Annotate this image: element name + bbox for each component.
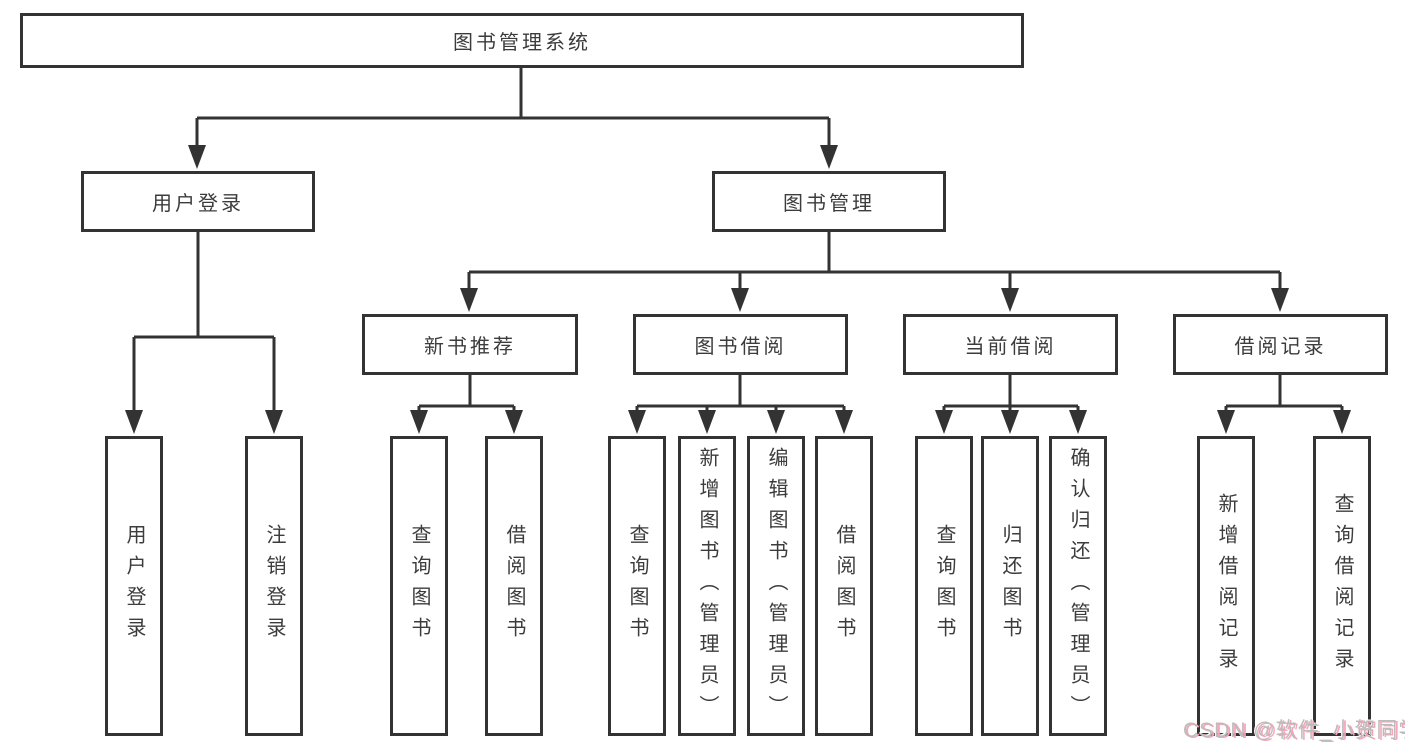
arrowheads-user-login bbox=[125, 410, 283, 434]
leaf-query-book-borrow: 查询图书 bbox=[608, 436, 666, 736]
connector-root bbox=[195, 68, 831, 150]
connector-book-borrow bbox=[635, 375, 846, 412]
leaf-return-book: 归还图书 bbox=[981, 436, 1039, 736]
connector-new-book bbox=[417, 375, 516, 412]
arrowheads-borrow-record bbox=[1217, 410, 1351, 434]
node-root: 图书管理系统 bbox=[20, 13, 1024, 68]
arrowheads-book-borrow bbox=[628, 410, 853, 434]
node-book-management: 图书管理 bbox=[712, 171, 946, 232]
leaf-user-login: 用户登录 bbox=[105, 436, 163, 736]
leaf-borrow-book: 借阅图书 bbox=[815, 436, 873, 736]
connector-user-login bbox=[132, 232, 276, 414]
connector-current-borrow bbox=[942, 375, 1080, 412]
node-current-borrow: 当前借阅 bbox=[903, 314, 1118, 375]
arrowheads-root bbox=[188, 145, 838, 169]
leaf-edit-book-admin: 编辑图书（管理员） bbox=[747, 436, 805, 736]
leaf-borrow-book-recommend: 借阅图书 bbox=[485, 436, 543, 736]
watermark: CSDN @软件_小贺同学 bbox=[1183, 719, 1405, 742]
arrowheads-new-book bbox=[410, 410, 523, 434]
node-user-login: 用户登录 bbox=[81, 171, 315, 232]
leaf-query-borrow-record: 查询借阅记录 bbox=[1313, 436, 1371, 736]
leaf-query-book-recommend: 查询图书 bbox=[390, 436, 448, 736]
node-borrow-record: 借阅记录 bbox=[1173, 314, 1388, 375]
leaf-add-book-admin: 新增图书（管理员） bbox=[678, 436, 736, 736]
leaf-query-book-current: 查询图书 bbox=[915, 436, 973, 736]
leaf-add-borrow-record: 新增借阅记录 bbox=[1197, 436, 1255, 736]
node-book-borrow: 图书借阅 bbox=[633, 314, 848, 375]
arrowheads-book-mgmt bbox=[460, 288, 1289, 312]
leaf-confirm-return-admin: 确认归还（管理员） bbox=[1049, 436, 1107, 736]
connector-book-mgmt bbox=[467, 232, 1282, 292]
connector-borrow-record bbox=[1224, 375, 1344, 412]
node-new-book-recommend: 新书推荐 bbox=[362, 314, 578, 375]
leaf-logout: 注销登录 bbox=[245, 436, 303, 736]
arrowheads-current-borrow bbox=[935, 410, 1087, 434]
